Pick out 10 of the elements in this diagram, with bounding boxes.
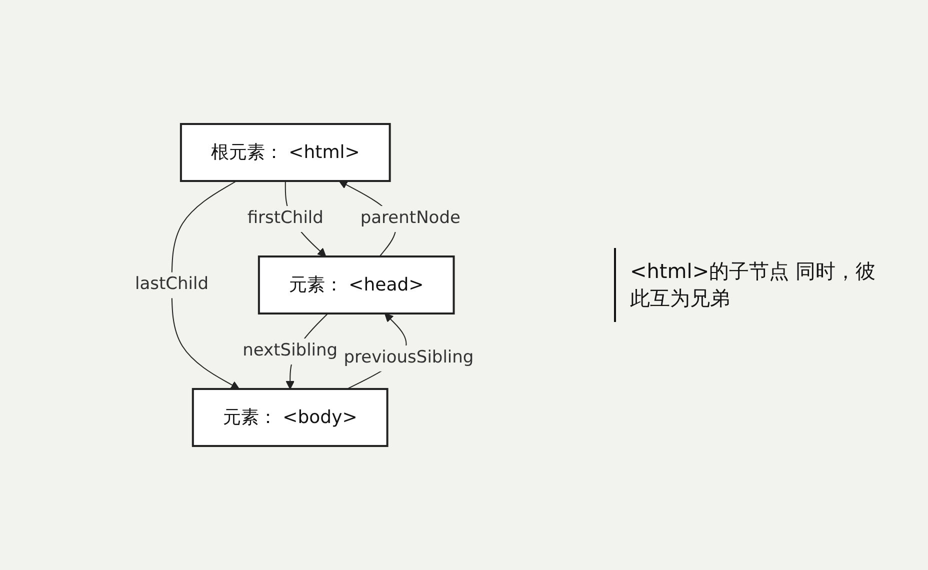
node-box: 元素： <head> [258, 256, 454, 314]
note-text: <html>的子节点 同时，彼此互为兄弟 [630, 258, 876, 312]
edge-label: parentNode [360, 208, 460, 228]
edge-label: firstChild [246, 208, 324, 228]
node-box: 元素： <body> [192, 388, 388, 447]
node-box: 根元素： <html> [180, 123, 390, 182]
arrow [170, 180, 240, 390]
edge-label: lastChild [134, 274, 208, 294]
edge-label: nextSibling [242, 340, 338, 360]
edge-label: previousSibling [343, 347, 474, 368]
